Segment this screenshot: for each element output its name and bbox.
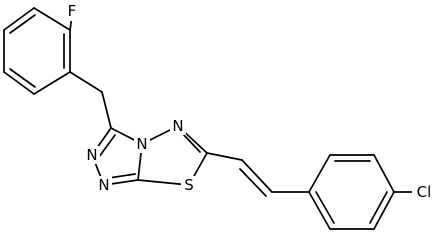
molecule-structure-diagram: F N N N N S Cl xyxy=(3,2,436,230)
sulfur-atom-label: S xyxy=(184,176,194,194)
double-bond-inner xyxy=(98,134,116,158)
bond xyxy=(3,7,35,31)
double-bond-inner xyxy=(315,191,335,224)
bond-layer xyxy=(3,7,415,230)
bond xyxy=(33,7,71,31)
triazole-nitrogen-label: N xyxy=(86,146,97,164)
double-bond-inner xyxy=(181,132,201,153)
bridgehead-nitrogen-label: N xyxy=(136,135,147,153)
double-bond-inner xyxy=(9,14,36,34)
fluorine-atom-label: F xyxy=(68,2,77,20)
atom-label-layer: F N N N N S Cl xyxy=(64,2,436,201)
bond xyxy=(373,191,395,230)
triazole-nitrogen-label: N xyxy=(98,176,109,194)
bond xyxy=(3,71,35,95)
double-bond-inner xyxy=(239,168,267,197)
bond xyxy=(33,71,71,95)
bond xyxy=(373,154,395,193)
bond xyxy=(308,191,331,230)
bond xyxy=(308,154,331,193)
double-bond-inner xyxy=(108,173,136,179)
bond xyxy=(101,91,112,129)
thiadiazole-nitrogen-label: N xyxy=(172,117,183,135)
bond xyxy=(206,152,243,161)
bond xyxy=(241,159,273,193)
double-bond-inner xyxy=(9,68,36,88)
bond xyxy=(137,179,190,186)
bond xyxy=(69,71,103,93)
double-bond-inner xyxy=(369,191,388,224)
chlorine-atom-label: Cl xyxy=(417,183,432,201)
